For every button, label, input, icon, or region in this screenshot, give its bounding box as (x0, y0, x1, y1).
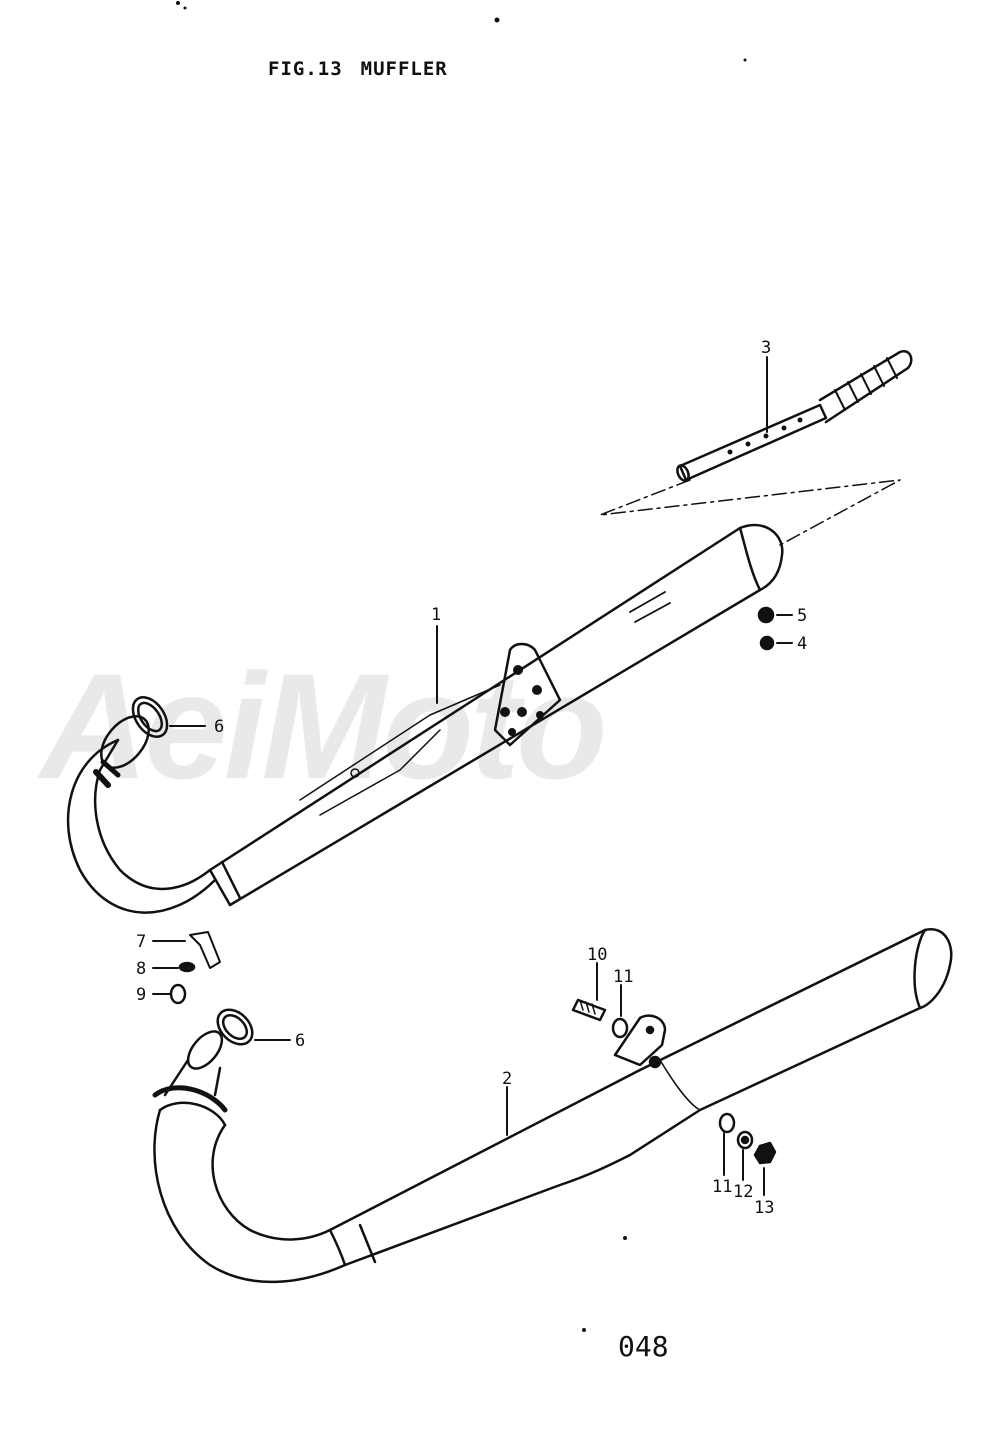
callout-2: 2 (502, 1069, 512, 1089)
callout-6-lower: 6 (295, 1031, 305, 1051)
spring-washer-part-12 (736, 1130, 754, 1181)
bolt-part-4 (759, 635, 793, 651)
callout-13: 13 (754, 1198, 774, 1218)
callout-10: 10 (587, 945, 607, 965)
callout-6-upper: 6 (214, 717, 224, 737)
callout-7: 7 (136, 932, 146, 952)
bracket-bolt-holes (500, 665, 544, 736)
callout-1: 1 (431, 605, 441, 625)
upper-muffler-part-1 (66, 523, 784, 914)
watermark-text: AeiMoto (40, 642, 608, 810)
clamp-part-7 (152, 931, 221, 969)
figure-title: FIG.13 MUFFLER (268, 58, 448, 80)
nut-part-13 (753, 1141, 777, 1196)
callout-3: 3 (761, 338, 771, 358)
callout-11-lower: 11 (712, 1177, 732, 1197)
callout-9: 9 (136, 985, 146, 1005)
gasket-part-6-lower (216, 1008, 291, 1046)
lower-muffler-part-2 (152, 928, 953, 1284)
page-number: 048 (618, 1330, 669, 1363)
callout-11-upper: 11 (613, 967, 633, 987)
baffle-insert-part-3 (599, 349, 913, 546)
bolt-part-9 (152, 983, 187, 1005)
callout-5: 5 (797, 606, 807, 626)
gasket-part-6-upper (131, 696, 206, 738)
scan-specks (176, 1, 747, 1332)
washer-part-11-upper (611, 984, 629, 1039)
washer-part-5 (757, 606, 793, 624)
figure-number: FIG.13 (268, 58, 343, 80)
washer-part-11-lower (718, 1112, 736, 1176)
callout-4: 4 (797, 634, 807, 654)
spring-washer-part-8 (152, 961, 196, 973)
callout-12: 12 (733, 1182, 753, 1202)
stud-part-10 (571, 962, 607, 1022)
figure-name: MUFFLER (360, 58, 448, 80)
callout-8: 8 (136, 959, 146, 979)
